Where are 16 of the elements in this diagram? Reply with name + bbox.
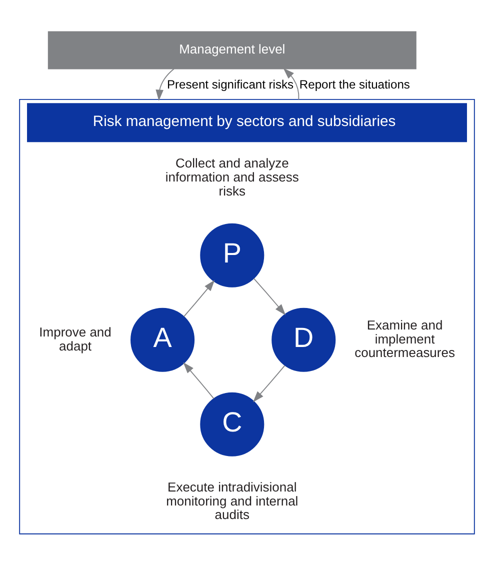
- node-label: Collect and analyze information and assess risks: [165, 154, 299, 198]
- node-label: Improve and adapt: [39, 324, 112, 353]
- node-circle: P: [200, 222, 264, 287]
- arrow: [253, 278, 286, 315]
- node-circle: D: [272, 307, 336, 372]
- arrow: [184, 280, 215, 316]
- arrow: [183, 362, 214, 398]
- edge-label: Present significant risks: [167, 77, 294, 92]
- edge-label: Report the situations: [299, 77, 410, 92]
- arrow: [283, 68, 300, 100]
- node-label: Examine and implement countermeasures: [354, 316, 455, 360]
- node-label: Execute intradivisional monitoring and internal audits: [166, 478, 298, 522]
- node-circle: A: [130, 307, 195, 372]
- node-box: Management level: [48, 30, 416, 69]
- arrow: [156, 68, 174, 100]
- arrow: [252, 364, 286, 402]
